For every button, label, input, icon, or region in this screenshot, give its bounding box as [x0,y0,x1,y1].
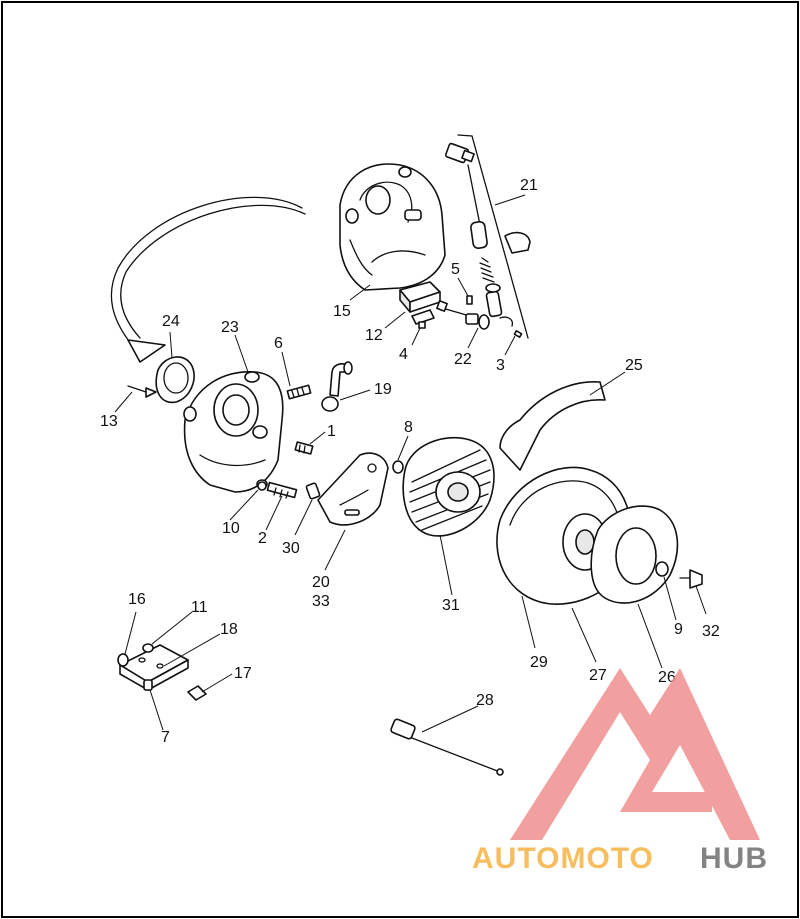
callout-17: 17 [234,665,252,682]
callout-25: 25 [625,357,643,374]
callout-16: 16 [128,591,146,608]
screw-part-5 [466,295,473,305]
callout-3: 3 [496,357,505,374]
backplate-upper-part [339,163,446,291]
callout-7: 7 [161,729,170,746]
callout-27: 27 [589,667,607,684]
callout-33: 33 [312,593,330,610]
breather-tube-part-19 [321,361,353,412]
callout-4: 4 [399,346,408,363]
callout-1: 1 [327,423,336,440]
screw-part-13 [127,385,157,398]
medallion-part-26 [590,505,679,604]
clip-part-3 [499,316,523,339]
callout-21: 21 [520,177,538,194]
bracket-part-20-33 [317,452,389,526]
callout-23: 23 [221,319,239,336]
callout-5: 5 [451,261,460,278]
rain-sock-part-25 [499,381,606,471]
callout-8: 8 [404,419,413,436]
washer-part-11 [142,643,154,653]
screw-part-4 [418,321,426,329]
callout-31: 31 [442,597,460,614]
bracket-part-18 [119,644,189,691]
bolt-part-6 [286,384,312,400]
callout-10: 10 [222,520,240,537]
callout-labels: 21 5 15 12 4 22 3 24 23 6 19 13 1 8 10 2… [100,177,720,746]
bracket-part-12 [399,281,441,325]
callout-13: 13 [100,413,118,430]
screw-part-32 [679,569,703,589]
backplate-part-23 [183,371,284,493]
curved-arrow-icon [110,196,306,363]
callout-29: 29 [530,654,548,671]
adjuster-part-22 [436,300,490,330]
callout-9: 9 [674,621,683,638]
spacer-part-30 [305,482,321,500]
nut-part-16 [117,653,129,667]
callout-2: 2 [258,530,267,547]
leader-lines [114,194,707,733]
brand-logo: AUTOMOTO HUB [472,668,768,875]
gasket-part-24 [155,356,195,404]
choke-cable-part-21 [444,134,531,339]
callout-32: 32 [702,623,720,640]
logo-triangle-icon [510,668,760,840]
bolt-part-2 [266,481,298,499]
brand-text-gray: HUB [700,842,768,875]
callout-11: 11 [191,599,208,616]
brand-text-orange: AUTOMOTO [472,842,654,875]
screw-part-7 [143,679,153,691]
callout-20: 20 [312,574,330,591]
callout-19: 19 [374,381,392,398]
logo-inner-triangle-icon [582,730,640,810]
callout-6: 6 [274,335,283,352]
washer-part-9 [655,561,669,577]
cable-part-28 [390,718,504,776]
callout-24: 24 [162,313,180,330]
washer-part-8 [392,460,404,474]
callout-12: 12 [365,327,383,344]
callout-18: 18 [220,621,238,638]
screw-part-1 [294,441,314,455]
callout-22: 22 [454,351,472,368]
callout-15: 15 [333,303,351,320]
clip-part-17 [187,685,207,701]
washer-part-10 [257,481,267,491]
callout-30: 30 [282,540,300,557]
filter-element-part-31 [402,436,495,537]
callout-28: 28 [476,692,494,709]
